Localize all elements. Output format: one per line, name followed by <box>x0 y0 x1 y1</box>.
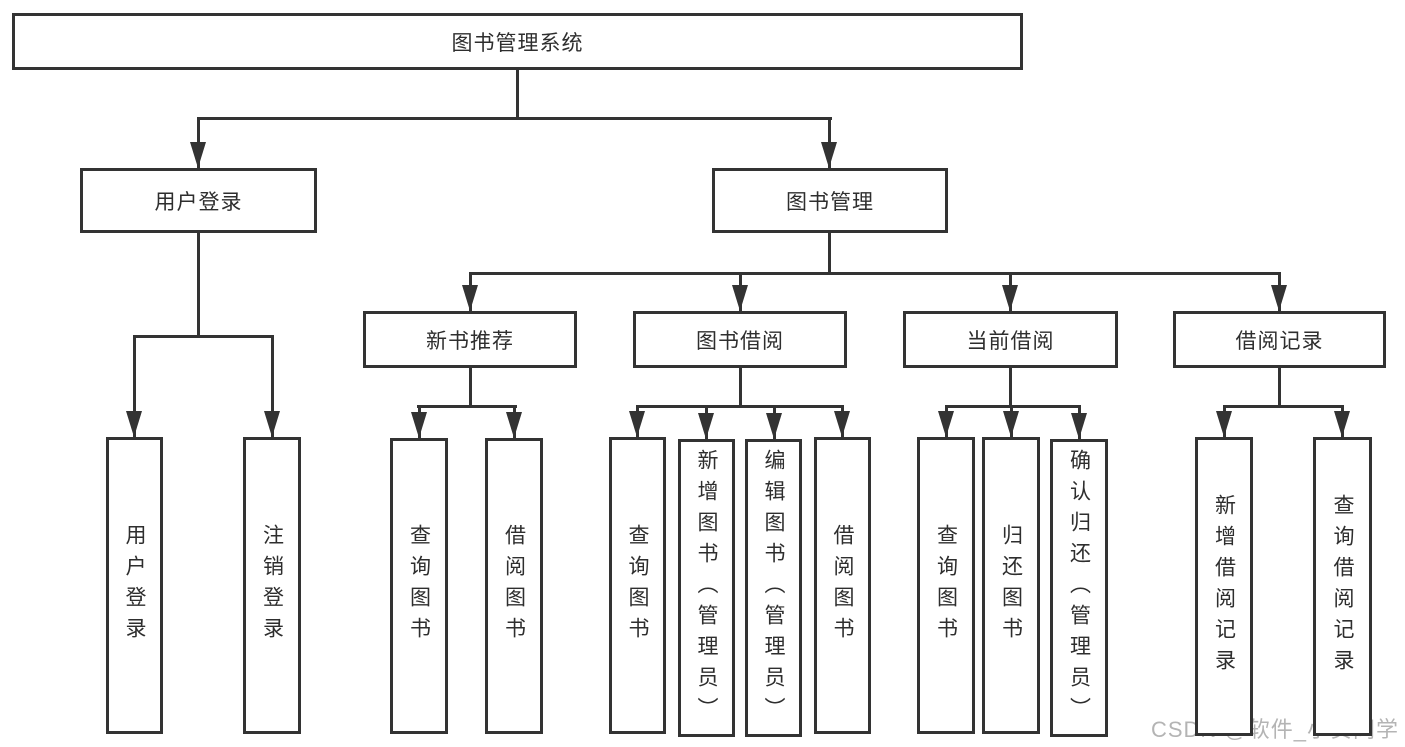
node-label-leaf-edit-books-admin: 编辑图书（管理员） <box>762 448 785 728</box>
node-leaf-user-login: 用户登录 <box>106 437 163 734</box>
node-leaf-borrow-books-2: 借阅图书 <box>814 437 871 734</box>
arrow-head-icon <box>1071 413 1087 439</box>
node-label-user-login: 用户登录 <box>154 190 243 214</box>
arrow-head-icon <box>190 142 206 168</box>
node-leaf-query-books-3: 查询图书 <box>917 437 975 734</box>
node-label-current-borrowing: 当前借阅 <box>966 329 1055 353</box>
connector-line <box>1278 368 1281 406</box>
connector-line <box>469 368 472 406</box>
node-leaf-confirm-return-admin: 确认归还（管理员） <box>1050 439 1108 737</box>
node-book-management: 图书管理 <box>712 168 948 233</box>
arrow-stem <box>271 336 274 437</box>
connector-line <box>417 405 517 408</box>
node-leaf-borrow-books-1: 借阅图书 <box>485 438 543 734</box>
node-label-leaf-borrow-books-1: 借阅图书 <box>502 524 526 648</box>
node-new-book-recommend: 新书推荐 <box>363 311 577 368</box>
node-leaf-query-books-2: 查询图书 <box>609 437 666 734</box>
node-label-leaf-query-books-1: 查询图书 <box>407 524 431 648</box>
arrow-head-icon <box>1002 285 1018 311</box>
node-label-book-borrowing: 图书借阅 <box>696 329 784 353</box>
connector-line <box>133 335 274 338</box>
arrow-head-icon <box>766 413 782 439</box>
connector-line <box>1009 368 1012 406</box>
node-label-leaf-borrow-books-2: 借阅图书 <box>831 523 854 648</box>
arrow-head-icon <box>629 411 645 437</box>
node-leaf-add-borrow-record: 新增借阅记录 <box>1195 437 1253 736</box>
node-book-borrowing: 图书借阅 <box>633 311 847 368</box>
arrow-head-icon <box>1216 411 1232 437</box>
arrow-head-icon <box>821 142 837 168</box>
arrow-head-icon <box>126 411 142 437</box>
node-label-root: 图书管理系统 <box>451 31 584 55</box>
node-current-borrowing: 当前借阅 <box>903 311 1118 368</box>
node-label-leaf-query-borrow-record: 查询借阅记录 <box>1331 493 1354 680</box>
node-label-leaf-add-borrow-record: 新增借阅记录 <box>1212 493 1236 680</box>
arrow-head-icon <box>506 412 522 438</box>
arrow-head-icon <box>1271 285 1287 311</box>
connector-line <box>516 70 519 118</box>
arrow-head-icon <box>698 413 714 439</box>
arrow-head-icon <box>264 411 280 437</box>
node-label-leaf-query-books-3: 查询图书 <box>934 523 958 648</box>
node-label-book-management: 图书管理 <box>786 190 874 214</box>
node-borrowing-records: 借阅记录 <box>1173 311 1386 368</box>
connector-line <box>636 405 844 408</box>
connector-line <box>945 405 1081 408</box>
node-user-login: 用户登录 <box>80 168 317 233</box>
node-label-leaf-logout: 注销登录 <box>260 523 284 648</box>
connector-line <box>828 233 831 273</box>
node-leaf-return-books: 归还图书 <box>982 437 1040 734</box>
arrow-head-icon <box>938 411 954 437</box>
node-leaf-query-books-1: 查询图书 <box>390 438 448 734</box>
node-leaf-logout: 注销登录 <box>243 437 301 734</box>
node-label-leaf-return-books: 归还图书 <box>999 523 1023 648</box>
node-label-borrowing-records: 借阅记录 <box>1235 329 1324 353</box>
connector-line <box>1223 405 1344 408</box>
connector-line <box>739 368 742 406</box>
arrow-head-icon <box>411 412 427 438</box>
arrow-head-icon <box>732 285 748 311</box>
node-label-leaf-confirm-return-admin: 确认归还（管理员） <box>1067 448 1091 728</box>
node-leaf-add-books-admin: 新增图书（管理员） <box>678 439 735 737</box>
node-leaf-query-borrow-record: 查询借阅记录 <box>1313 437 1372 736</box>
node-label-leaf-user-login: 用户登录 <box>123 523 146 648</box>
connector-line <box>197 233 200 336</box>
connector-line <box>197 117 832 120</box>
arrow-head-icon <box>1003 411 1019 437</box>
arrow-stem <box>133 336 136 437</box>
node-label-leaf-query-books-2: 查询图书 <box>626 523 649 648</box>
node-label-leaf-add-books-admin: 新增图书（管理员） <box>695 448 718 728</box>
arrow-head-icon <box>462 285 478 311</box>
connector-line <box>469 272 1281 275</box>
arrow-head-icon <box>1334 411 1350 437</box>
node-label-new-book-recommend: 新书推荐 <box>426 329 514 353</box>
arrow-head-icon <box>834 411 850 437</box>
node-root: 图书管理系统 <box>12 13 1023 70</box>
node-leaf-edit-books-admin: 编辑图书（管理员） <box>745 439 802 737</box>
